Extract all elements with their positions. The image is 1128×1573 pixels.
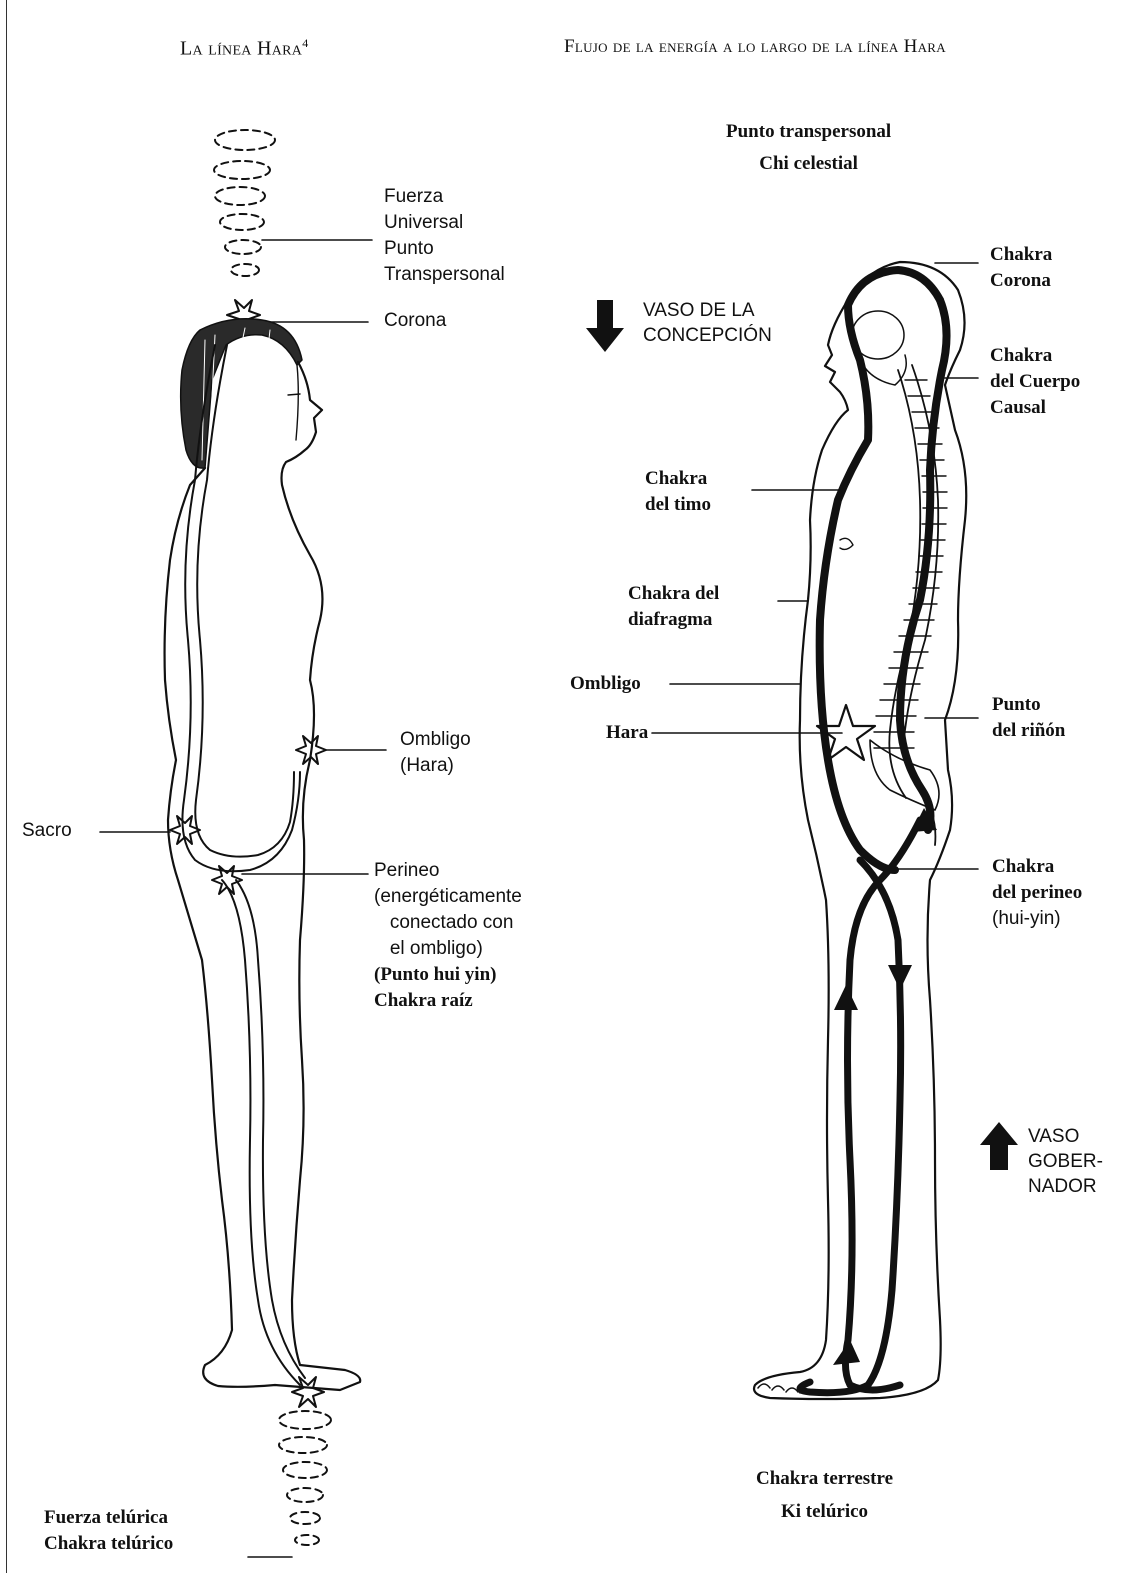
leg-channel-2: [236, 880, 305, 1378]
left-title: La línea Hara4: [180, 36, 309, 61]
label-ombligo: Ombligo: [570, 671, 641, 697]
label-corona: Corona: [384, 308, 446, 334]
left-title-note: 4: [302, 36, 308, 50]
gobernador-arrow-icon: [980, 1122, 1018, 1170]
label-hara: Hara: [606, 720, 648, 746]
label-telluric-force: Fuerza telúrica Chakra telúrico: [44, 1505, 173, 1557]
telluric-force-swirl: [279, 1411, 331, 1545]
label-universal-force: Fuerza Universal Punto Transpersonal: [384, 184, 505, 288]
label-sacro: Sacro: [22, 818, 72, 844]
label-vaso-concepcion: VASO DE LA CONCEPCIÓN: [643, 298, 772, 348]
left-title-text: La línea Hara: [180, 38, 302, 60]
label-chakra-timo: Chakra del timo: [645, 466, 711, 518]
universal-force-swirl: [214, 130, 275, 276]
energy-channel-legs-a: [845, 820, 920, 1390]
label-hui-yin: (hui-yin): [992, 906, 1061, 932]
label-root-chakra: (Punto hui yin) Chakra raíz: [374, 962, 496, 1014]
leg-channel-1: [222, 880, 300, 1385]
label-chakra-perineo: Chakra del perineo: [992, 854, 1082, 906]
concepcion-arrow-icon: [586, 300, 624, 352]
left-body-outline: [165, 362, 361, 1390]
channel-arrow-up-2: [834, 985, 858, 1010]
label-chakra-terrestre: Chakra terrestre Ki telúrico: [756, 1462, 893, 1528]
right-title: Flujo de la energía a lo largo de la lín…: [564, 36, 946, 58]
label-ombligo-hara: Ombligo (Hara): [400, 727, 471, 779]
label-vaso-gobernador: VASO GOBER- NADOR: [1028, 1124, 1103, 1199]
label-transpersonal-point: Punto transpersonal Chi celestial: [726, 116, 891, 180]
label-punto-rinon: Punto del riñón: [992, 692, 1065, 744]
label-perineo: Perineo (energéticamente conectado con e…: [374, 858, 522, 962]
channel-arrow-down-1: [888, 965, 912, 990]
label-chakra-corona: Chakra Corona: [990, 242, 1052, 294]
hara-line-inner: [195, 345, 294, 857]
label-causal-body: Chakra del Cuerpo Causal: [990, 343, 1080, 421]
label-chakra-diafragma: Chakra del diafragma: [628, 581, 719, 633]
